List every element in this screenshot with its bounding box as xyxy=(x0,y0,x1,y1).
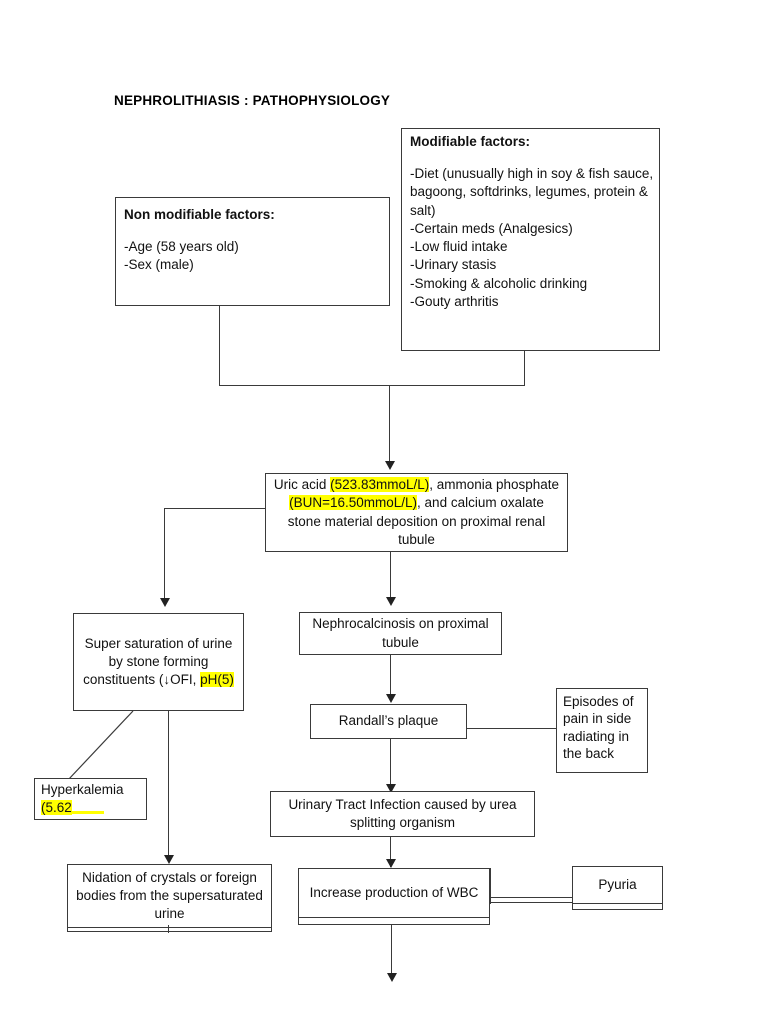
episodes-of-pain-label: Episodes of pain in side radiating in th… xyxy=(563,694,634,761)
connector-supersat-to-nidation xyxy=(168,711,169,861)
supersaturation-text: Super saturation of urine by stone formi… xyxy=(83,635,233,688)
uric-acid-text-part-1: Uric acid xyxy=(273,477,331,493)
wbc-box: Increase production of WBC xyxy=(298,868,490,918)
non-modifiable-factors-heading: Non modifiable factors: xyxy=(124,207,275,222)
modifiable-factors-line-5: -Smoking & alcoholic drinking xyxy=(410,275,588,291)
connector-randalls-to-episodes xyxy=(467,728,556,729)
supersaturation-box: Super saturation of urine by stone formi… xyxy=(73,613,244,711)
arrowhead-to-nidation xyxy=(164,855,174,864)
modifiable-factors-line-1: -Diet (unusually high in soy & fish sauc… xyxy=(410,166,654,218)
connector-nidation-tick xyxy=(168,925,169,933)
uric-acid-box: Uric acid (523.83mmoL/L), ammonia phosph… xyxy=(265,473,568,552)
nephrocalcinosis-label: Nephrocalcinosis on proximal tubule xyxy=(312,616,489,650)
connector-mod-vertical xyxy=(524,351,525,386)
arrowhead-bottom xyxy=(387,973,397,982)
pyuria-label: Pyuria xyxy=(598,876,637,892)
connector-randalls-to-uti xyxy=(390,739,391,789)
arrowhead-to-nephrocalcinosis xyxy=(386,597,396,606)
hyperkalemia-value-highlight: (5.62 xyxy=(41,799,72,815)
uric-acid-highlight-2: (BUN=16.50mmoL/L) xyxy=(289,495,418,511)
arrowhead-to-wbc xyxy=(386,859,396,868)
spacer xyxy=(124,224,397,238)
hyperkalemia-label: Hyperkalemia xyxy=(41,782,124,797)
connector-wbc-to-pyuria-top xyxy=(490,897,572,898)
supersaturation-ph-highlight: pH(5) xyxy=(200,672,234,688)
connector-uti-to-wbc xyxy=(390,837,391,867)
arrowhead-to-uti xyxy=(386,784,396,793)
modifiable-factors-heading: Modifiable factors: xyxy=(410,134,531,149)
modifiable-factors-box: Modifiable factors: -Diet (unusually hig… xyxy=(401,128,660,351)
hyperkalemia-box: Hyperkalemia (5.62 xyxy=(34,778,147,820)
arrowhead-to-randalls xyxy=(386,694,396,703)
randalls-plaque-box: Randall’s plaque xyxy=(310,704,467,739)
uric-acid-highlight-1: (523.83mmoL/L) xyxy=(330,477,430,493)
connector-uric-to-supersat-horizontal xyxy=(164,508,265,509)
nephrocalcinosis-box: Nephrocalcinosis on proximal tubule xyxy=(299,612,502,655)
connector-wbc-to-pyuria-bottom xyxy=(490,902,572,903)
connector-wbc-right-edge xyxy=(490,868,491,904)
uric-acid-text-part-3: , and calcium oxalate stone material dep… xyxy=(287,495,546,547)
wbc-label: Increase production of WBC xyxy=(309,884,479,900)
connector-wbc-to-next xyxy=(391,925,392,980)
hyperkalemia-highlight-tail xyxy=(71,811,104,815)
connector-uric-to-supersat-vertical xyxy=(164,508,165,601)
connector-nephrocalcinosis-to-randalls xyxy=(390,655,391,699)
page-title: NEPHROLITHIASIS : PATHOPHYSIOLOGY xyxy=(114,93,391,108)
episodes-of-pain-box: Episodes of pain in side radiating in th… xyxy=(556,688,648,773)
arrowhead-to-supersaturation xyxy=(160,598,170,607)
nidation-box: Nidation of crystals or foreign bodies f… xyxy=(67,864,272,928)
nidation-label: Nidation of crystals or foreign bodies f… xyxy=(76,869,263,922)
non-modifiable-factors-line-2: -Sex (male) xyxy=(124,257,194,273)
connector-to-uric-acid xyxy=(389,385,390,465)
spacer xyxy=(410,151,667,165)
connector-merge-horizontal xyxy=(219,385,525,386)
non-modifiable-factors-box: Non modifiable factors: -Age (58 years o… xyxy=(115,197,390,306)
modifiable-factors-line-6: -Gouty arthritis xyxy=(410,293,499,309)
randalls-plaque-label: Randall’s plaque xyxy=(338,713,439,729)
connector-nonmod-vertical xyxy=(219,306,220,385)
uric-acid-text-part-2: , ammonia phosphate xyxy=(429,477,560,493)
modifiable-factors-line-2: -Certain meds (Analgesics) xyxy=(410,220,573,236)
arrowhead-to-uric-acid xyxy=(385,461,395,470)
uti-label: Urinary Tract Infection caused by urea s… xyxy=(288,796,517,830)
modifiable-factors-line-3: -Low fluid intake xyxy=(410,239,508,255)
pyuria-box: Pyuria xyxy=(572,866,663,904)
modifiable-factors-line-4: -Urinary stasis xyxy=(410,257,497,273)
non-modifiable-factors-line-1: -Age (58 years old) xyxy=(124,239,239,255)
uti-box: Urinary Tract Infection caused by urea s… xyxy=(270,791,535,837)
connector-uric-to-nephrocalcinosis xyxy=(390,552,391,600)
connector-supersat-to-hyperkalemia xyxy=(67,710,134,781)
